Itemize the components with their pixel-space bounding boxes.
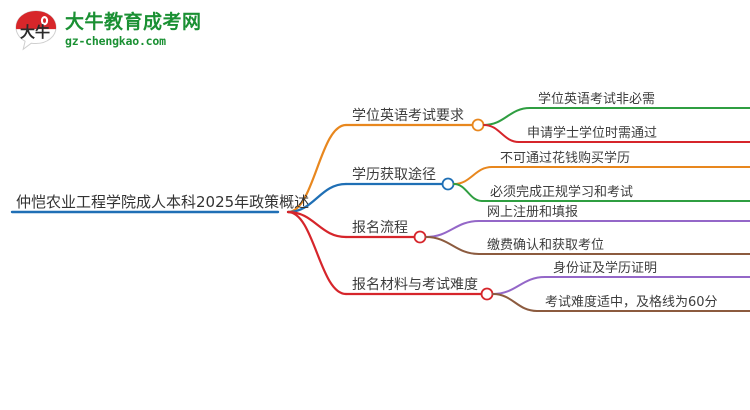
leaf-connector-0-0 [483, 107, 531, 126]
leaf-label-3-0[interactable]: 身份证及学历证明 [553, 261, 658, 276]
dani-speech-bubble-logo-icon: 大牛 [14, 8, 58, 52]
root-label[interactable]: 仲恺农业工程学院成人本科2025年政策概述 [16, 193, 310, 211]
logo-title: 大牛教育成考网 [65, 10, 202, 33]
leaf-connector-3-1 [492, 293, 538, 312]
branch-node-1[interactable] [441, 177, 455, 191]
branch-label-2[interactable]: 报名流程 [352, 220, 408, 236]
branch-node-2[interactable] [413, 230, 427, 244]
branch-label-1[interactable]: 学历获取途径 [352, 167, 436, 183]
leaf-label-1-1[interactable]: 必须完成正规学习和考试 [490, 185, 634, 200]
leaf-connector-1-0 [453, 166, 493, 185]
branch-connector-0 [286, 123, 348, 214]
svg-text:大牛: 大牛 [20, 23, 50, 41]
leaf-connector-2-0 [425, 220, 480, 238]
leaf-label-1-0[interactable]: 不可通过花钱购买学历 [500, 151, 631, 166]
leaf-label-2-0[interactable]: 网上注册和填报 [487, 205, 579, 220]
site-logo: 大牛 大牛教育成考网 gz-chengkao.com [14, 8, 202, 52]
branch-connector-3 [286, 210, 348, 296]
branch-connector-1 [286, 182, 348, 214]
leaf-connector-3-0 [492, 276, 546, 295]
leaf-connector-2-1 [425, 236, 480, 255]
branch-node-3[interactable] [480, 287, 494, 301]
leaf-label-0-0[interactable]: 学位英语考试非必需 [538, 92, 656, 107]
branch-label-3[interactable]: 报名材料与考试难度 [352, 277, 478, 293]
leaf-label-3-1[interactable]: 考试难度适中，及格线为60分 [545, 295, 718, 310]
leaf-label-0-1[interactable]: 申请学士学位时需通过 [527, 126, 658, 141]
logo-text-block: 大牛教育成考网 gz-chengkao.com [65, 10, 202, 48]
leaf-label-2-1[interactable]: 缴费确认和获取考位 [487, 238, 605, 253]
branch-label-0[interactable]: 学位英语考试要求 [352, 108, 464, 124]
leaf-connector-1-1 [453, 183, 483, 202]
logo-subtitle: gz-chengkao.com [65, 33, 166, 48]
leaf-connector-0-1 [483, 124, 520, 143]
branch-node-0[interactable] [471, 118, 485, 132]
